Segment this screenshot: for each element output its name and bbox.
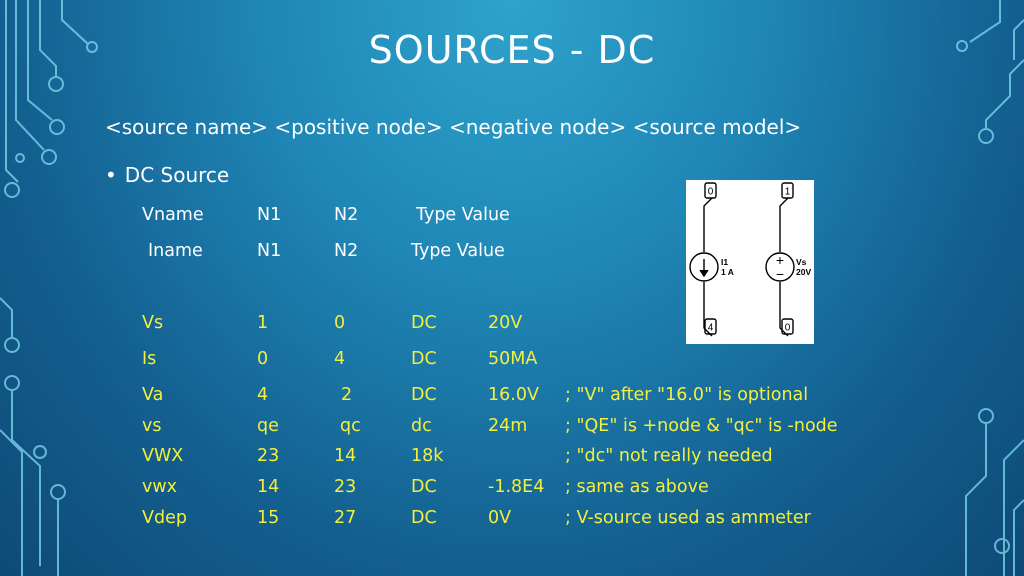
example-n1: 14: [257, 477, 280, 497]
example-n2: 2: [341, 385, 353, 405]
circuit-decoration-left: [0, 0, 98, 576]
example-n1: 23: [257, 446, 280, 466]
circuit-diagram-svg: 0 1 4 0 + − I1 1 A Vs 20V: [689, 182, 811, 337]
example-name: Vs: [142, 313, 164, 333]
template-cell: N2: [334, 205, 359, 225]
template-cell: N1: [257, 241, 282, 261]
example-n2: 4: [334, 349, 346, 369]
node-label-left-top: 0: [708, 187, 714, 198]
example-n1: qe: [257, 416, 279, 436]
circuit-diagram-image: 0 1 4 0 + − I1 1 A Vs 20V: [686, 180, 814, 344]
current-source-value: 1 A: [721, 267, 734, 277]
example-n2: 23: [334, 477, 357, 497]
example-type: 18k: [411, 446, 444, 466]
example-value: 0V: [488, 508, 512, 528]
bullet-dc-source: • DC Source: [105, 163, 229, 187]
current-source-symbol: [689, 252, 719, 282]
example-n2: qc: [340, 416, 361, 436]
voltage-source-symbol: [765, 252, 795, 282]
template-cell: N1: [257, 205, 282, 225]
example-value: 16.0V: [488, 385, 539, 405]
example-type: DC: [411, 477, 437, 497]
voltage-source-name: Vs: [796, 257, 807, 267]
example-n1: 0: [257, 349, 269, 369]
example-name: Va: [142, 385, 164, 405]
example-value: 50MA: [488, 349, 538, 369]
template-cell: Iname: [148, 241, 203, 261]
node-label-right-top: 1: [785, 187, 791, 198]
example-type: DC: [411, 313, 437, 333]
example-comment: ; V-source used as ammeter: [565, 508, 811, 528]
plus-sign: +: [776, 252, 784, 268]
example-comment: ; "QE" is +node & "qc" is -node: [565, 416, 838, 436]
example-n2: 27: [334, 508, 357, 528]
bullet-icon: •: [105, 163, 117, 187]
syntax-line: <source name> <positive node> <negative …: [105, 115, 802, 139]
node-label-right-bottom: 0: [785, 323, 791, 334]
example-name: Vdep: [142, 508, 187, 528]
template-cell: Type Value: [411, 241, 505, 261]
current-source-name: I1: [721, 257, 728, 267]
example-value: -1.8E4: [488, 477, 545, 497]
example-name: vs: [142, 416, 162, 436]
slide-title: SOURCES - DC: [368, 28, 656, 72]
example-type: DC: [411, 349, 437, 369]
minus-sign: −: [776, 266, 784, 282]
example-name: vwx: [142, 477, 178, 497]
circuit-decoration-right: [956, 0, 1024, 576]
bullet-label: DC Source: [124, 163, 230, 187]
example-n1: 15: [257, 508, 280, 528]
example-n2: 14: [334, 446, 357, 466]
example-value: 20V: [488, 313, 523, 333]
example-name: VWX: [142, 446, 184, 466]
template-cell: Type Value: [416, 205, 510, 225]
example-comment: ; same as above: [565, 477, 709, 497]
template-cell: Vname: [142, 205, 204, 225]
example-type: DC: [411, 508, 437, 528]
example-value: 24m: [488, 416, 528, 436]
example-type: dc: [411, 416, 432, 436]
template-cell: N2: [334, 241, 359, 261]
node-label-left-bottom: 4: [708, 323, 714, 334]
example-comment: ; "V" after "16.0" is optional: [565, 385, 809, 405]
example-n1: 4: [257, 385, 269, 405]
example-n1: 1: [257, 313, 269, 333]
example-name: Is: [142, 349, 157, 369]
voltage-source-value: 20V: [796, 267, 811, 277]
example-type: DC: [411, 385, 437, 405]
example-comment: ; "dc" not really needed: [565, 446, 773, 466]
example-n2: 0: [334, 313, 346, 333]
